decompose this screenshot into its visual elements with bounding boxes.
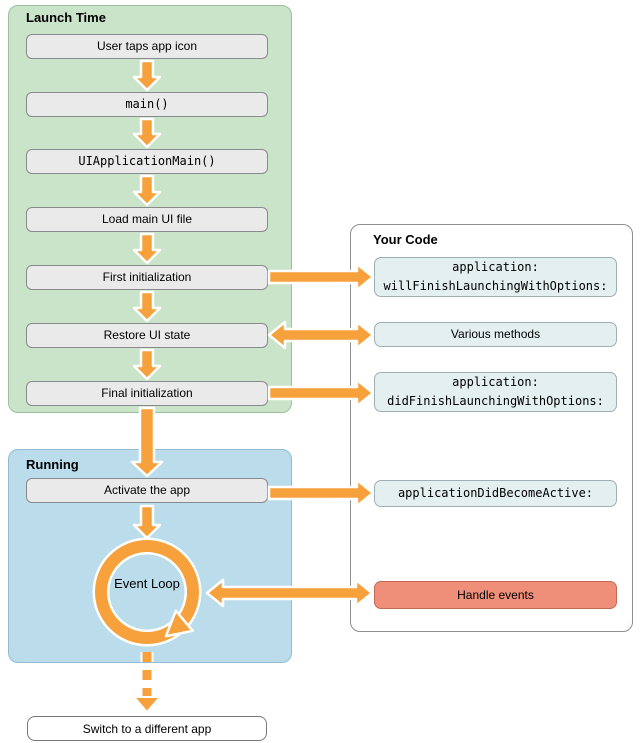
method-handle-events: Handle events bbox=[374, 581, 617, 609]
step-restore-ui-state: Restore UI state bbox=[26, 323, 268, 348]
method-did-finish-launching: application: didFinishLaunchingWithOptio… bbox=[374, 372, 617, 412]
method-will-finish-launching: application: willFinishLaunchingWithOpti… bbox=[374, 257, 617, 297]
step-activate-the-app: Activate the app bbox=[26, 478, 268, 503]
step-main: main() bbox=[26, 92, 268, 117]
step-user-taps-app-icon: User taps app icon bbox=[26, 34, 268, 59]
running-title: Running bbox=[26, 457, 79, 472]
event-loop-label: Event Loop bbox=[114, 576, 180, 591]
method-did-become-active: applicationDidBecomeActive: bbox=[374, 480, 617, 507]
launch-time-title: Launch Time bbox=[26, 10, 106, 25]
step-uiapplicationmain: UIApplicationMain() bbox=[26, 149, 268, 174]
your-code-title: Your Code bbox=[373, 232, 438, 247]
step-load-main-ui-file: Load main UI file bbox=[26, 207, 268, 232]
step-switch-to-different-app: Switch to a different app bbox=[27, 716, 267, 741]
method-various-methods: Various methods bbox=[374, 322, 617, 347]
step-first-initialization: First initialization bbox=[26, 265, 268, 290]
step-final-initialization: Final initialization bbox=[26, 381, 268, 406]
